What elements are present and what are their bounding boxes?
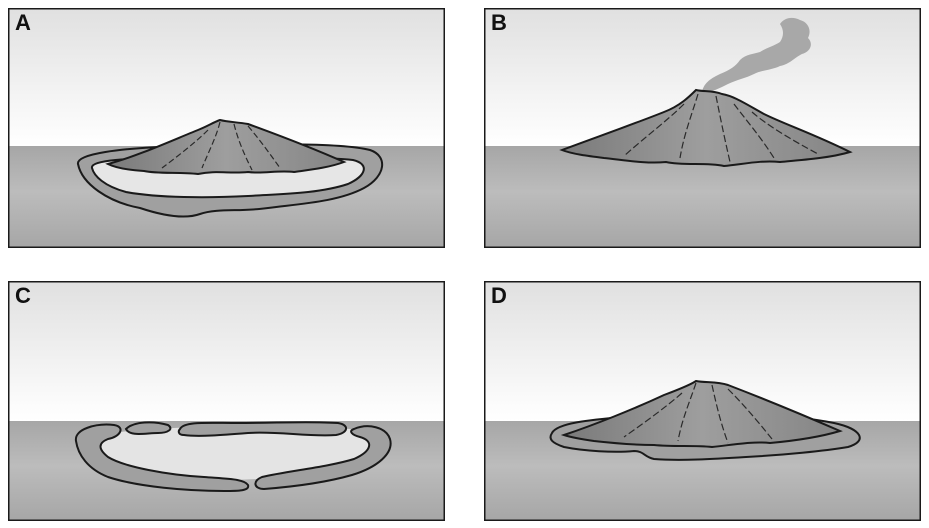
panel-c-illustration (8, 281, 445, 521)
panel-a: A (8, 8, 445, 248)
panel-c: C (8, 281, 445, 521)
panel-d-illustration (484, 281, 921, 521)
panel-b-illustration (484, 8, 921, 248)
panel-b: B (484, 8, 921, 248)
panel-label-b: B (491, 12, 507, 34)
panel-label-a: A (15, 12, 31, 34)
panel-d: D (484, 281, 921, 521)
panel-label-d: D (491, 285, 507, 307)
panel-a-illustration (8, 8, 445, 248)
sky (8, 281, 445, 421)
panel-label-c: C (15, 285, 31, 307)
atoll-reef-top-left (126, 422, 170, 434)
